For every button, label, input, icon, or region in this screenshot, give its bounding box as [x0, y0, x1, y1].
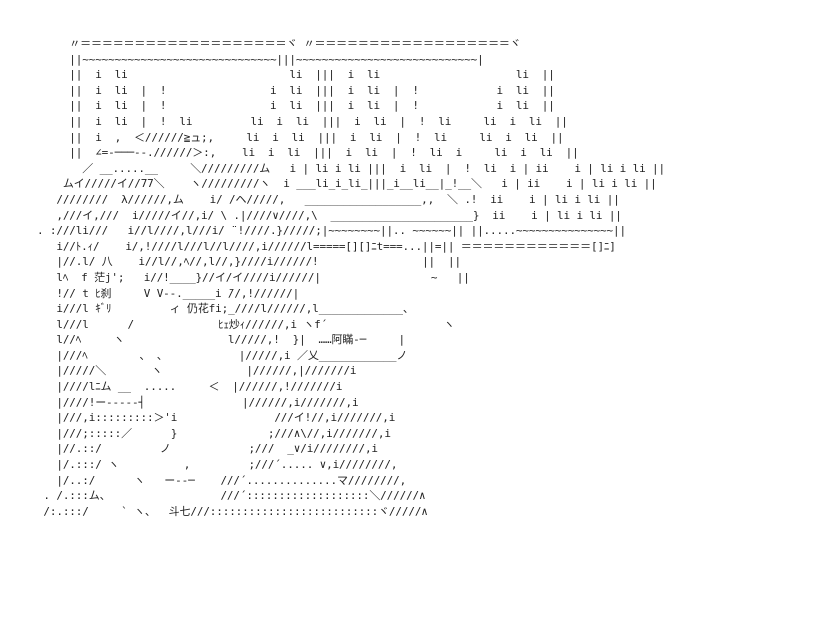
- ascii-art-scene: 〃＝＝＝＝＝＝＝＝＝＝＝＝＝＝＝＝＝＝＝ヾ 〃＝＝＝＝＝＝＝＝＝＝＝＝＝＝＝＝＝…: [36, 37, 665, 518]
